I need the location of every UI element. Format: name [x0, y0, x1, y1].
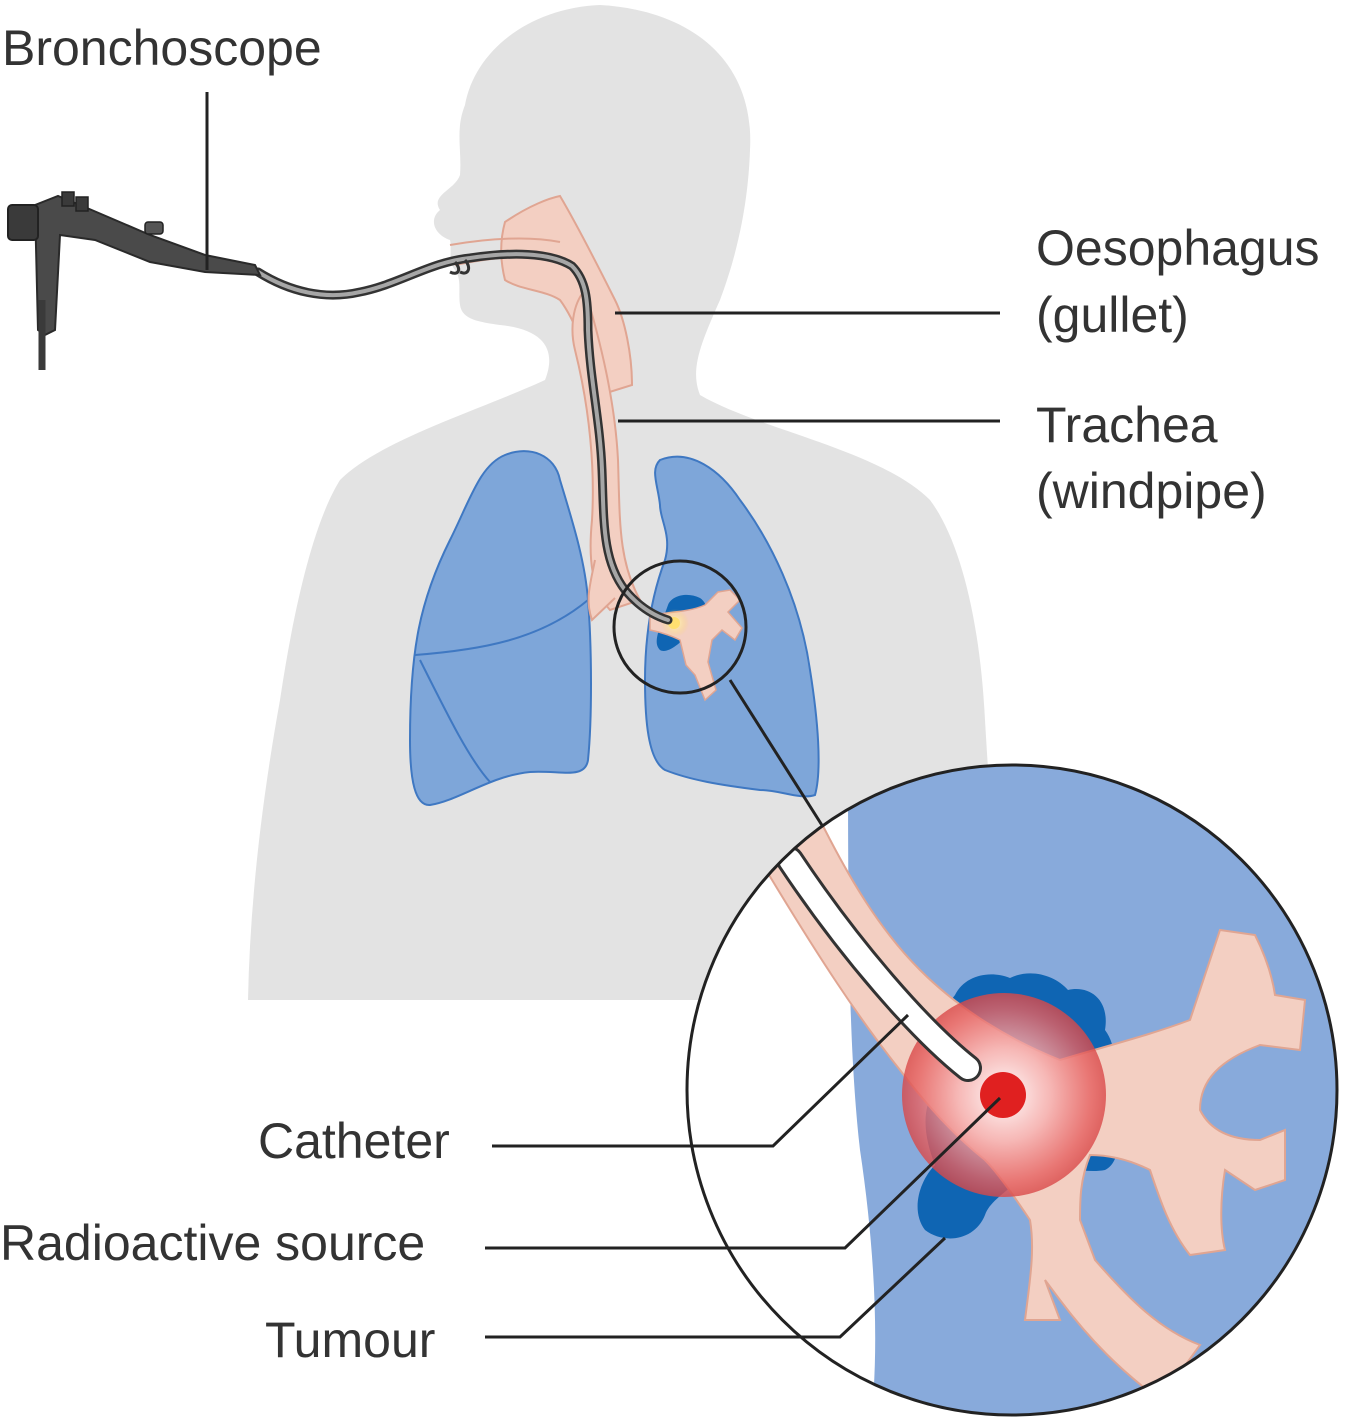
- leader-lines: [205, 92, 1002, 1339]
- trachea-label-line2: (windpipe): [1036, 463, 1267, 519]
- labels: Bronchoscope Oesophagus (gullet) Trachea…: [0, 20, 1320, 1368]
- trachea-label-line1: Trachea: [1036, 397, 1218, 453]
- catheter-leader: [492, 1013, 910, 1148]
- oesophagus-label-line2: (gullet): [1036, 287, 1189, 343]
- catheter-label: Catheter: [258, 1113, 450, 1169]
- bronchoscope-label: Bronchoscope: [2, 20, 322, 76]
- tumour-leader: [485, 1236, 947, 1339]
- tumour-label: Tumour: [265, 1312, 435, 1368]
- bronchoscope-device: [7, 191, 673, 625]
- magnifier-ring: [612, 559, 748, 695]
- lung-detail: [649, 589, 743, 702]
- zoomed-inset: [685, 763, 1339, 1417]
- right-lung: [408, 450, 592, 807]
- bronchoscope-handle: [33, 194, 262, 337]
- radioactive-source-label: Radioactive source: [0, 1215, 425, 1271]
- radioactive-source-leader: [485, 1096, 1002, 1250]
- oesophagus-label-line1: Oesophagus: [1036, 220, 1320, 276]
